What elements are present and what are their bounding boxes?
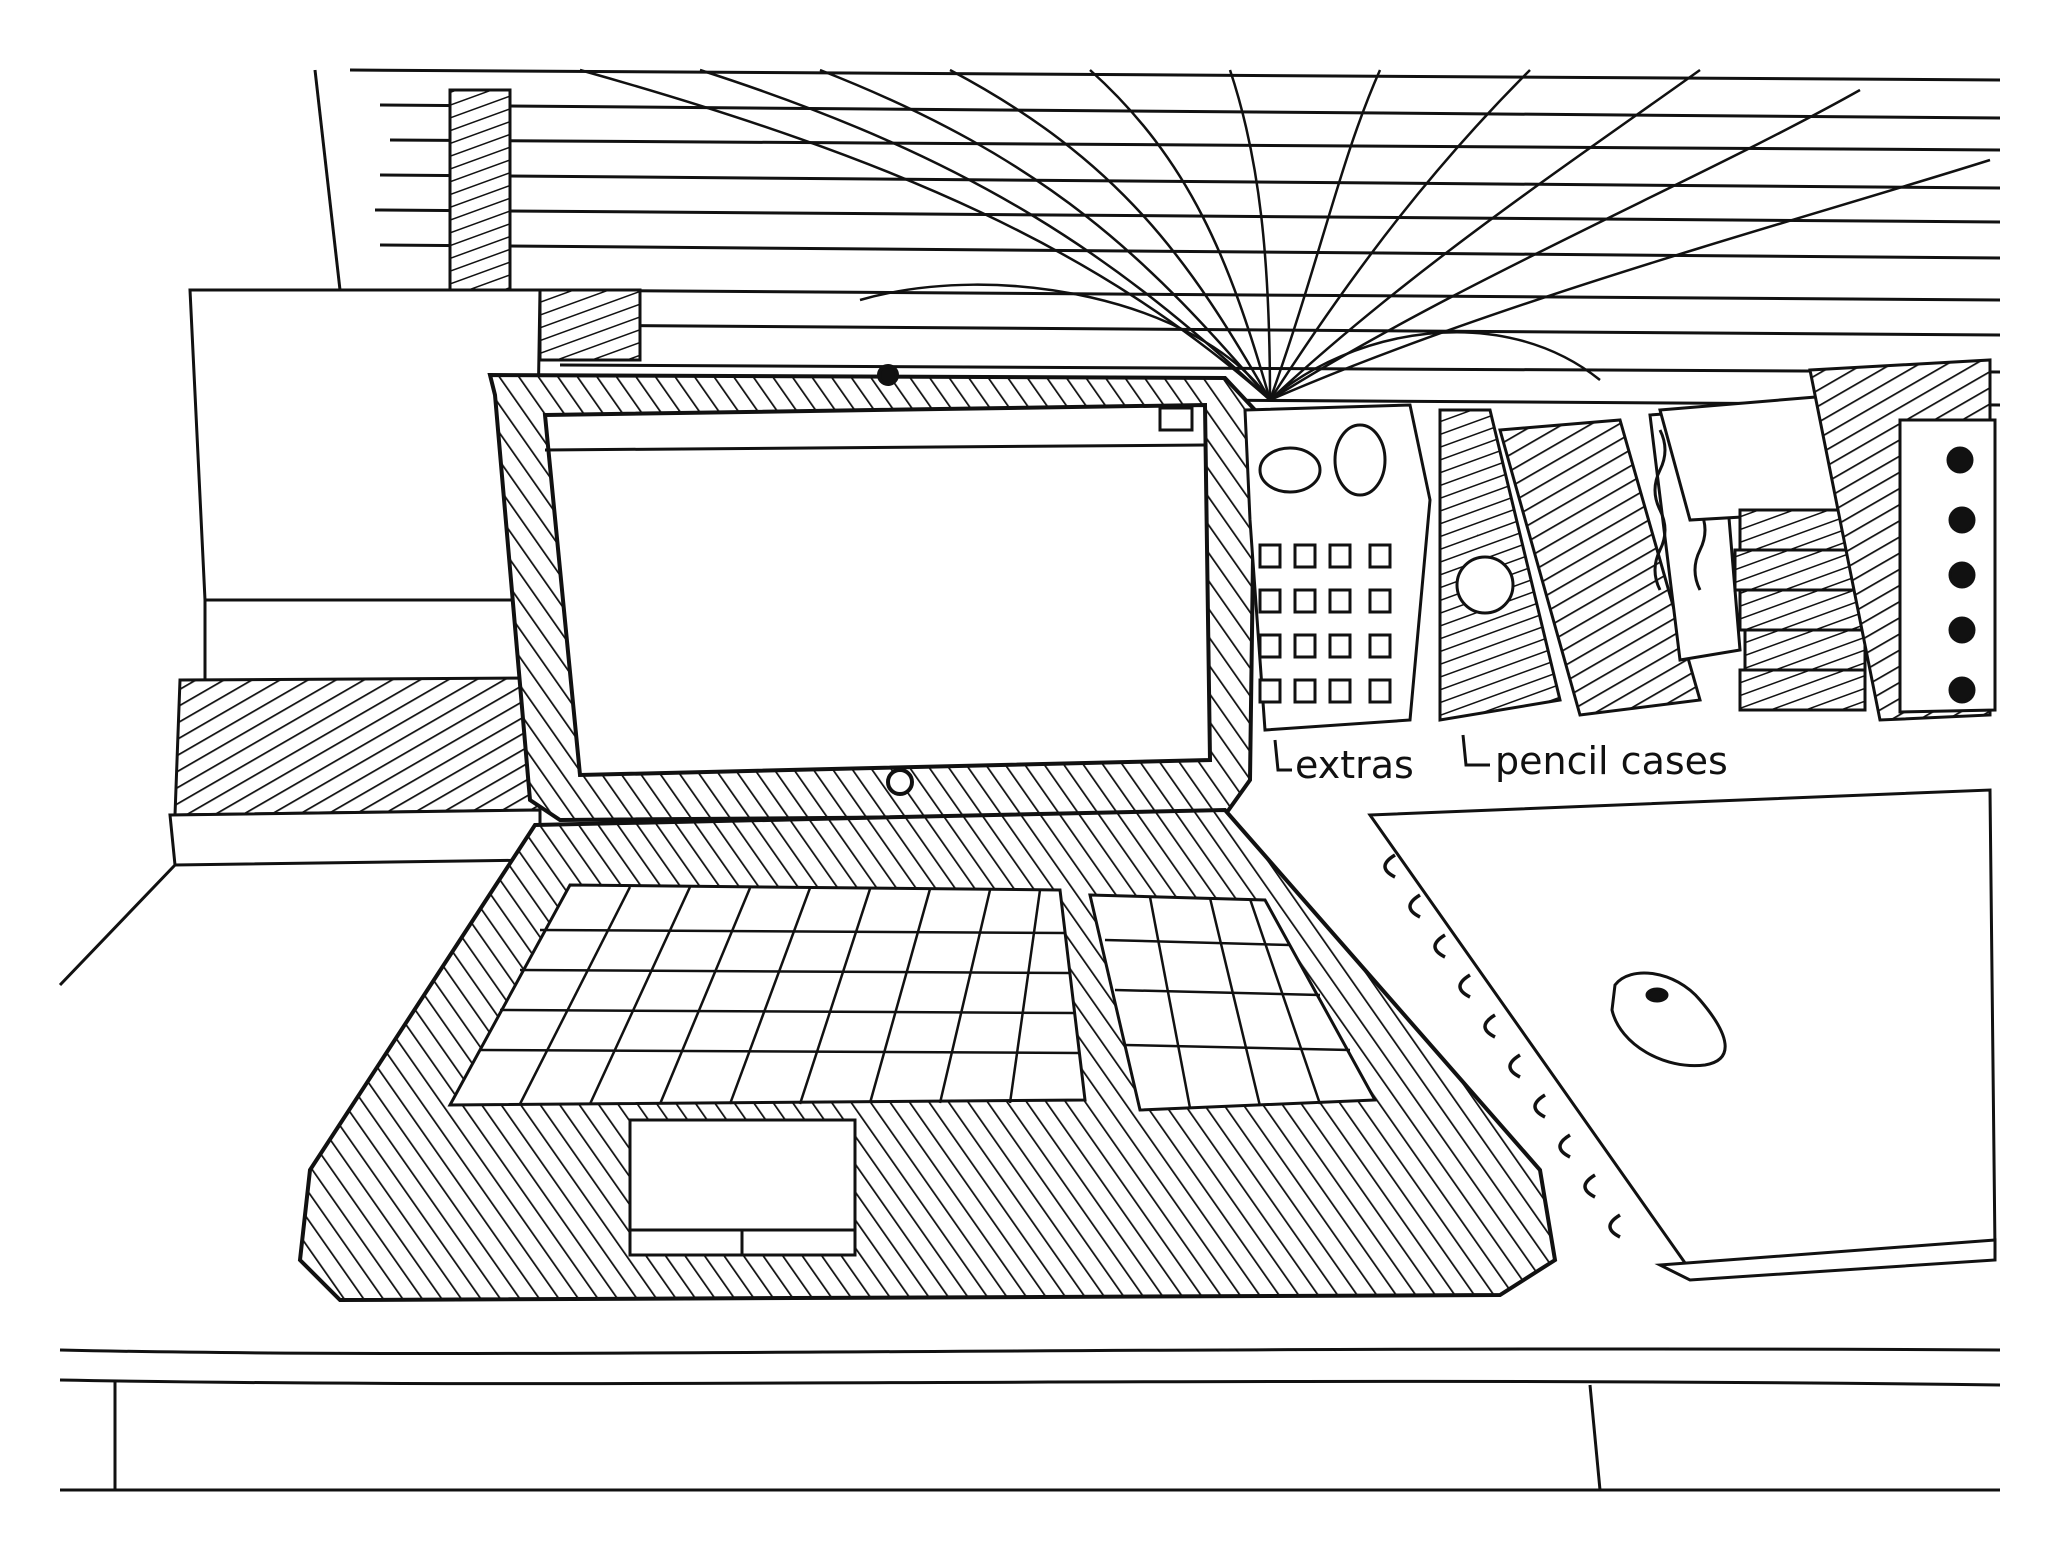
computer-mouse bbox=[1610, 971, 1727, 1068]
labels: extras pencil cases bbox=[1273, 734, 1728, 787]
laptop-base bbox=[297, 807, 1558, 1303]
pencil-cases bbox=[1438, 408, 1742, 722]
binder bbox=[1808, 358, 1997, 722]
desk-front bbox=[59, 1347, 2001, 1492]
label-pencil-cases: pencil cases bbox=[1495, 739, 1728, 783]
label-extras: extras bbox=[1295, 743, 1414, 787]
keyboard-grid bbox=[479, 886, 1351, 1109]
extras-caddy bbox=[1243, 403, 1432, 732]
window-blinds bbox=[313, 68, 2001, 407]
cable-bundle bbox=[579, 68, 1991, 402]
laptop-screen bbox=[487, 364, 1258, 823]
